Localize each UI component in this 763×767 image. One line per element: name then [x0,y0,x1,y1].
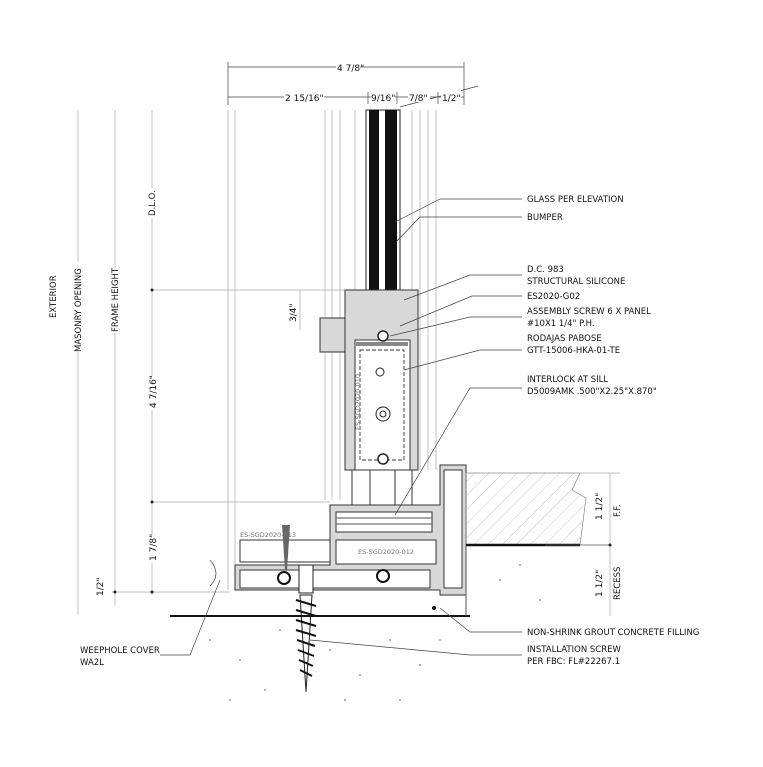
dim-ff-value: 1 1/2" [595,493,605,520]
part-label-vertical: ES-SGD2020-010 [354,374,362,430]
callout-silicone-2: STRUCTURAL SILICONE [527,277,625,287]
part-label-012: ES-SGD2020-012 [358,548,414,556]
callout-install-screw-1: INSTALLATION SCREW [527,645,621,655]
dim-frame-upper: 4 7/16" [149,375,159,408]
callout-rodajas-2: GTT-15006-HKA-01-TE [527,346,620,356]
callout-glass: GLASS PER ELEVATION [527,195,624,205]
label-exterior: EXTERIOR [49,275,59,318]
callout-grout: NON-SHRINK GROUT CONCRETE FILLING [527,628,699,638]
label-masonry-opening: MASONRY OPENING [74,268,84,352]
frame-profile-lines [227,110,437,590]
dim-part-3: 7/8" [409,94,428,104]
dim-sill-offset: 1/2" [96,577,106,596]
dim-recess-label: RECESS [613,567,623,600]
sill-frame: ES-SGD2020-013 ES-SGD2020-012 [209,464,467,596]
part-label-013: ES-SGD2020-013 [240,531,296,539]
dim-part-1: 2 15/16" [285,94,324,104]
callout-interlock-2: D5009AMK .500"X2.25"X.870" [527,387,657,397]
callout-assembly-screw-1: ASSEMBLY SCREW 6 X PANEL [527,307,651,317]
callout-rodajas-1: RODAJAS PABOSE [527,334,602,344]
dim-overall-width: 4 7/8" [337,64,364,74]
callout-install-screw-2: PER FBC: FL#22267.1 [527,657,620,667]
dim-recess-value: 1 1/2" [595,570,605,597]
installation-screw [295,564,317,693]
callout-weephole-1: WEEPHOLE COVER [80,646,160,656]
label-frame-height: FRAME HEIGHT [111,267,121,332]
callout-weephole-2: WA2L [80,658,104,668]
callout-assembly-screw-2: #10X1 1/4" P.H. [527,319,595,329]
dim-ff-label: F.F. [613,505,623,517]
dim-part-2: 9/16" [371,94,395,104]
dim-bumper-offset: 3/4" [289,303,299,322]
callout-bumper: BUMPER [527,213,563,223]
left-dimensions: EXTERIOR MASONRY OPENING FRAME HEIGHT D.… [49,110,350,615]
callout-labels: GLASS PER ELEVATION BUMPER D.C. 983 STRU… [80,195,699,668]
callout-es2020: ES2020-G02 [527,292,580,302]
dim-part-4: 1/2" [442,94,461,104]
vertical-frame: ES-SGD2020-010 [319,289,419,511]
glass-panel [365,109,401,316]
top-dimensions: 4 7/8" 2 15/16" 9/16" 7/8" 1/2" [227,60,479,108]
dim-frame-lower: 1 7/8" [149,534,159,561]
callout-silicone-1: D.C. 983 [527,265,564,275]
concrete-slab: 1 1/2" F.F. 1 1/2" RECESS [170,472,623,701]
callout-leaders [160,198,522,656]
callout-interlock-1: INTERLOCK AT SILL [527,375,608,385]
label-dlo: D.L.O. [148,190,158,216]
